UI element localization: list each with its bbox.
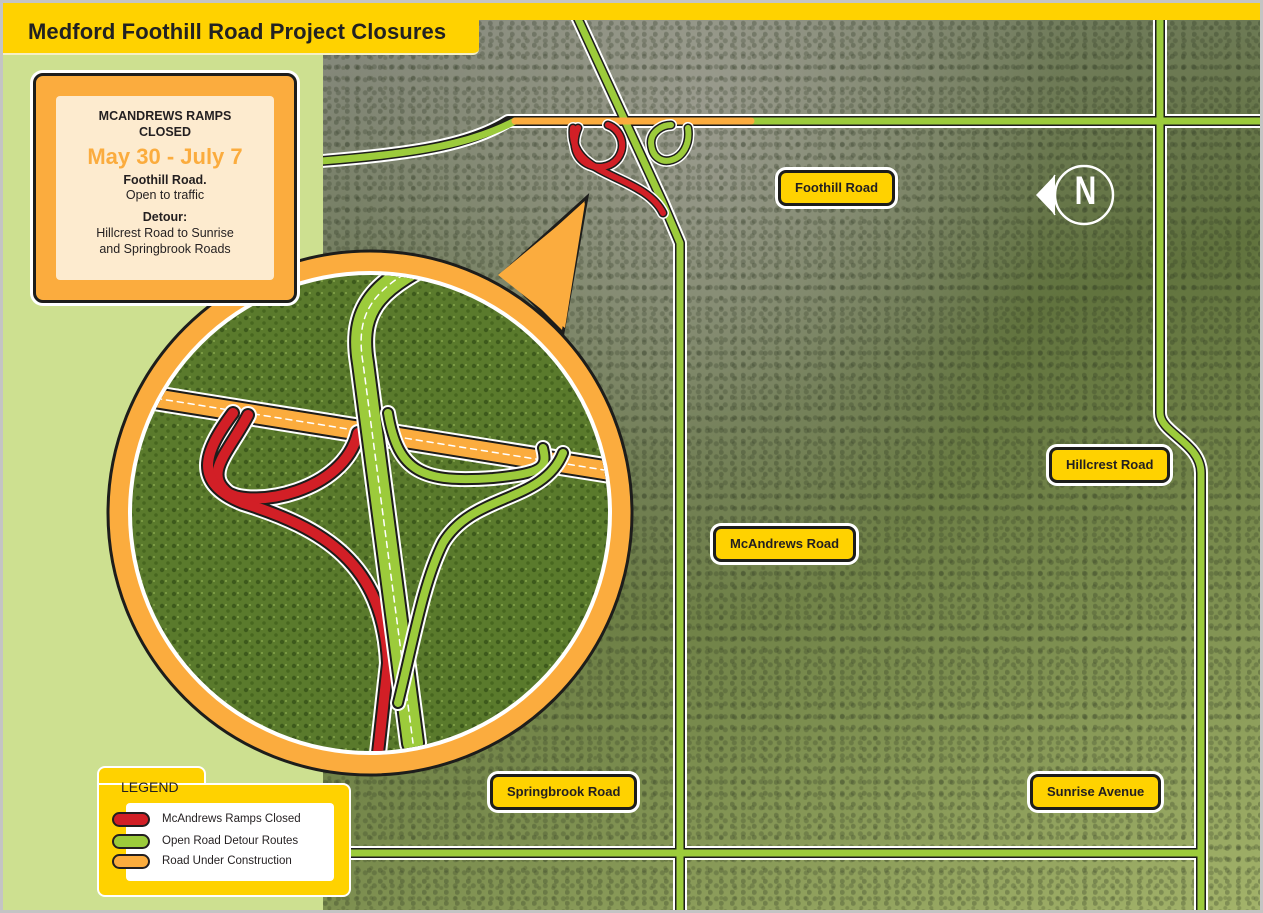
legend-title: LEGEND [121, 779, 179, 795]
closure-heading-line2: CLOSED [138, 125, 192, 139]
north-arrow-icon: N [1033, 163, 1123, 233]
legend-panel: McAndrews Ramps Closed Open Road Detour … [112, 803, 334, 881]
closure-info-box: MCANDREWS RAMPS CLOSED May 30 - July 7 F… [33, 73, 297, 303]
label-mcandrews-road-text: McAndrews Road [730, 536, 840, 551]
title-banner: Medford Foothill Road Project Closures [3, 3, 479, 55]
legend-item-label: Road Under Construction [162, 855, 292, 867]
label-foothill-road-text: Foothill Road [795, 180, 879, 195]
closure-heading: MCANDREWS RAMPS CLOSED [56, 108, 274, 140]
label-sunrise-avenue: Sunrise Avenue [1030, 774, 1162, 810]
open-road-status: Open to traffic [125, 188, 205, 202]
label-hillcrest-road-text: Hillcrest Road [1066, 457, 1154, 472]
label-springbrook-road-text: Springbrook Road [507, 784, 621, 799]
label-foothill-road: Foothill Road [778, 170, 896, 206]
closure-info-panel: MCANDREWS RAMPS CLOSED May 30 - July 7 F… [56, 96, 274, 280]
detour-line1: Hillcrest Road to Sunrise [96, 226, 234, 240]
red-swatch-icon [112, 811, 150, 827]
green-swatch-icon [112, 833, 150, 849]
legend-item-closed: McAndrews Ramps Closed [112, 810, 301, 828]
road-network [106, 20, 1260, 910]
open-road-name: Foothill Road. [123, 173, 207, 187]
detour-description: Hillcrest Road to Sunrise and Springbroo… [56, 225, 274, 257]
inset-callout [106, 192, 634, 777]
north-letter: N [1074, 169, 1097, 213]
page-title: Medford Foothill Road Project Closures [28, 19, 447, 44]
closure-heading-line1: MCANDREWS RAMPS [98, 109, 232, 123]
closure-dates: May 30 - July 7 [87, 144, 243, 169]
legend-item-construction: Road Under Construction [112, 852, 292, 870]
label-mcandrews-road: McAndrews Road [713, 526, 857, 562]
label-sunrise-avenue-text: Sunrise Avenue [1047, 784, 1145, 799]
legend-item-label: Open Road Detour Routes [162, 835, 299, 847]
map-legend: LEGEND McAndrews Ramps Closed Open Road … [99, 768, 349, 895]
label-springbrook-road: Springbrook Road [490, 774, 638, 810]
label-hillcrest-road: Hillcrest Road [1049, 447, 1171, 483]
orange-swatch-icon [112, 853, 150, 869]
map-poster: Medford Foothill Road Project Closures M… [3, 3, 1260, 910]
legend-item-label: McAndrews Ramps Closed [162, 813, 301, 825]
detour-line2: and Springbrook Roads [99, 242, 231, 256]
legend-item-detour: Open Road Detour Routes [112, 832, 298, 850]
detour-label: Detour: [142, 210, 188, 224]
